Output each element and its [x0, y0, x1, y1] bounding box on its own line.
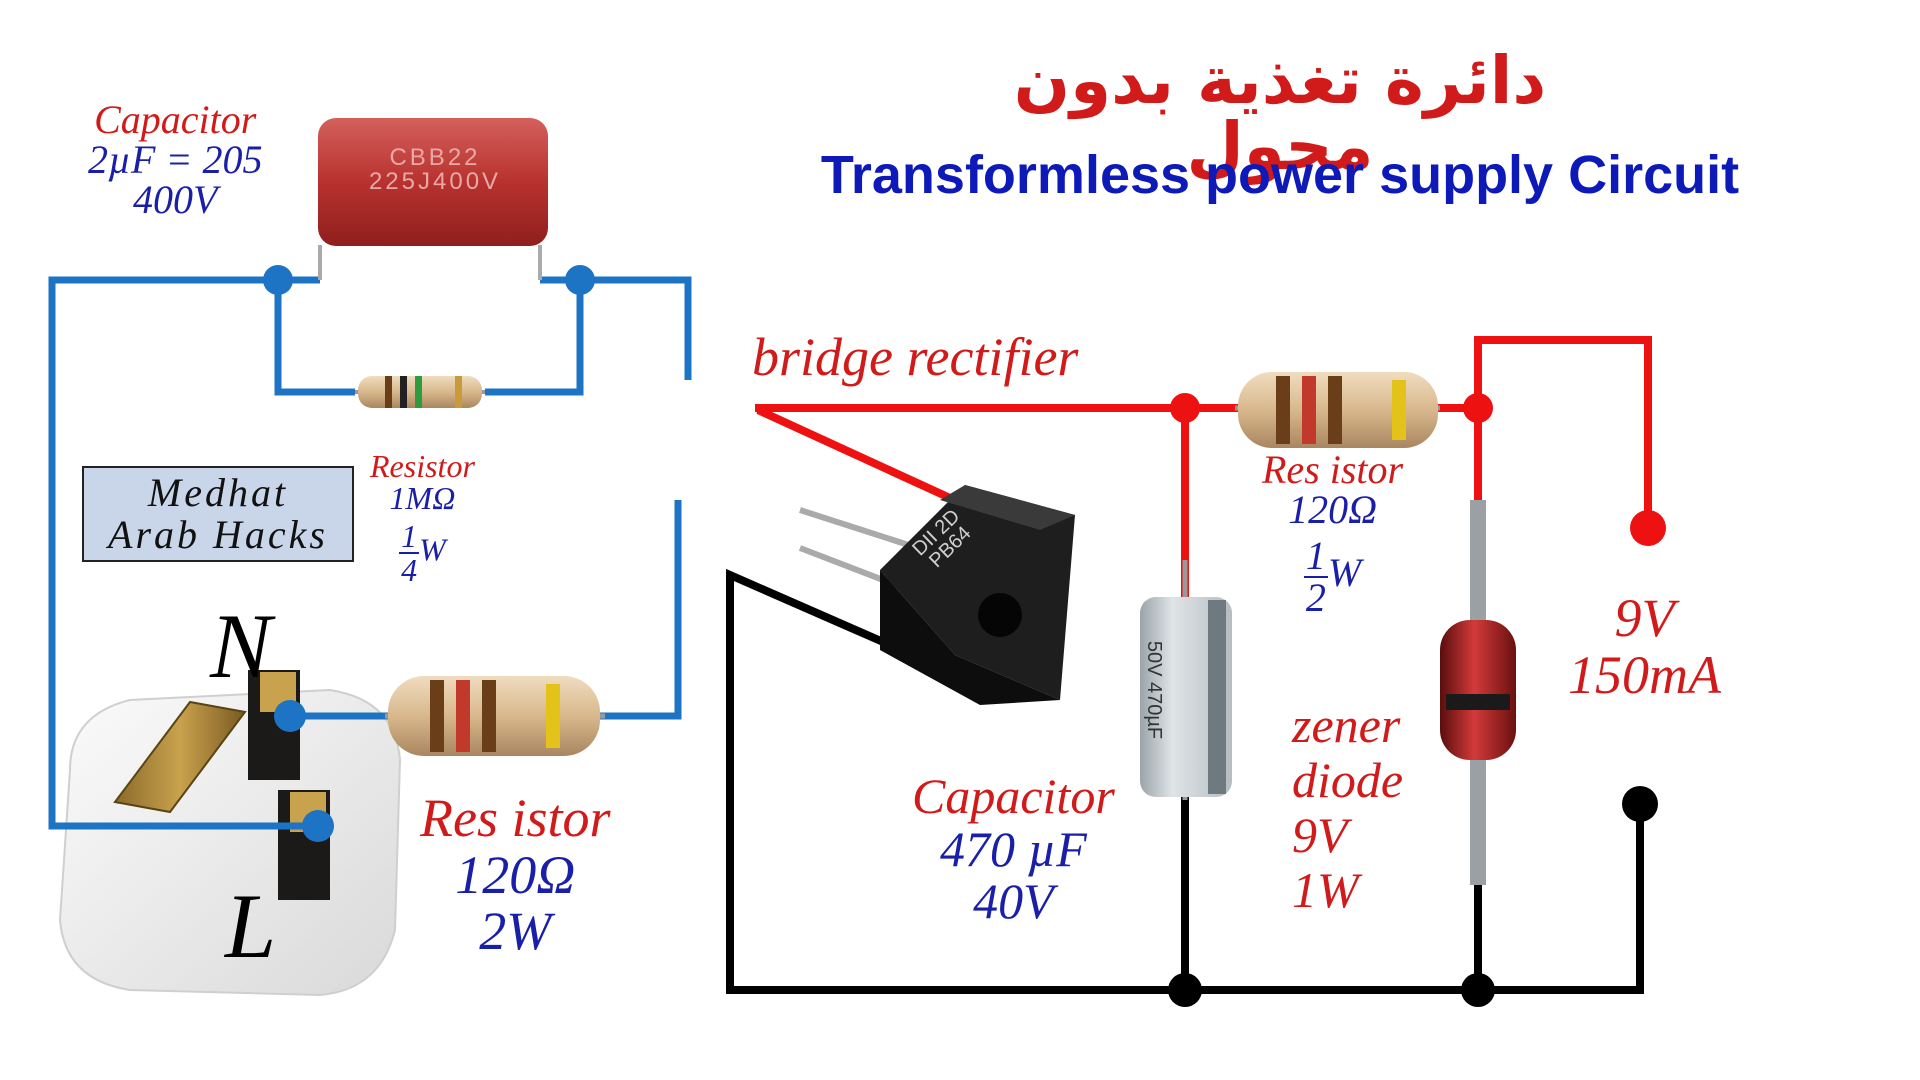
- bridge-rectifier: [798, 485, 1075, 705]
- film-capacitor-label: Capacitor 2µF = 205 400V: [88, 100, 262, 220]
- resistor-output: [1235, 372, 1440, 448]
- wire-neutral-to-bridge: [600, 500, 682, 720]
- film-capacitor-voltage: 400V: [133, 177, 218, 222]
- resistor-1m-watt-num: 1: [399, 518, 420, 554]
- filter-capacitor-title: Capacitor: [912, 768, 1115, 824]
- output-positive-terminal: [1630, 510, 1666, 546]
- resistor-output-value: 120Ω: [1288, 487, 1378, 532]
- zener-label: zener diode 9V 1W: [1292, 698, 1403, 918]
- resistor-output-watt-num: 1: [1303, 533, 1328, 578]
- resistor-output-title: Res istor: [1262, 447, 1404, 492]
- mains-plug: [58, 670, 402, 997]
- filter-capacitor-voltage: 40V: [973, 873, 1054, 929]
- resistor-1m-watt-den: 4: [401, 552, 418, 588]
- film-capacitor-print-1: CBB22: [389, 144, 481, 171]
- film-capacitor-print-2: 225J400V: [368, 168, 502, 195]
- filter-capacitor-label: Capacitor 470 µF 40V: [912, 770, 1115, 928]
- filter-capacitor-value: 470 µF: [939, 820, 1087, 877]
- output-current: 150mA: [1568, 644, 1721, 705]
- watermark-line-1: Medhat: [147, 470, 289, 515]
- wire-live-loop: [48, 276, 318, 830]
- output-label: 9V 150mA: [1568, 590, 1721, 703]
- resistor-input: [385, 676, 605, 756]
- earth-pin: [113, 700, 247, 814]
- bridge-rectifier-label: bridge rectifier: [752, 327, 1079, 387]
- resistor-1m-title: Resistor: [370, 448, 475, 484]
- zener-line-3: 9V: [1292, 807, 1348, 863]
- watermark-box: Medhat Arab Hacks: [82, 466, 354, 562]
- resistor-input-value: 120Ω: [455, 844, 576, 905]
- resistor-1m-watt-unit: W: [419, 531, 446, 568]
- output-negative-terminal: [1622, 786, 1658, 822]
- resistor-1m-value: 1MΩ: [389, 480, 456, 516]
- resistor-input-watt: 2W: [479, 901, 552, 962]
- resistor-input-label: Res istor 120Ω 2W: [420, 790, 611, 960]
- junction-dots: [263, 265, 1666, 1007]
- blue-wires: [48, 276, 692, 830]
- output-voltage: 9V: [1614, 588, 1675, 648]
- film-capacitor-value: 2µF = 205: [88, 137, 263, 182]
- zener-line-1: zener: [1292, 697, 1401, 753]
- resistor-input-title: Res istor: [420, 788, 611, 848]
- film-capacitor-marking: CBB22 225J400V: [355, 146, 515, 194]
- zener-line-2: diode: [1292, 752, 1404, 808]
- neutral-label: N: [210, 595, 272, 697]
- live-label: L: [225, 875, 277, 977]
- black-wires: [726, 568, 1644, 994]
- zener-diode: [1440, 500, 1516, 885]
- resistor-output-watt-den: 2: [1305, 575, 1326, 620]
- resistor-1m: [355, 376, 485, 408]
- title-arabic: دائرة تغذية بدون محول: [1013, 42, 1547, 185]
- zener-line-4: 1W: [1292, 862, 1359, 918]
- watermark-line-2: Arab Hacks: [108, 512, 328, 557]
- film-capacitor: [318, 118, 548, 280]
- electrolytic-marking: 50V 470µF: [1143, 640, 1166, 740]
- resistor-output-watt-unit: W: [1327, 550, 1362, 596]
- title-english: Transformless power supply Circuit: [820, 145, 1740, 205]
- film-capacitor-title: Capacitor: [94, 97, 257, 142]
- electrolytic-capacitor: [1140, 560, 1232, 800]
